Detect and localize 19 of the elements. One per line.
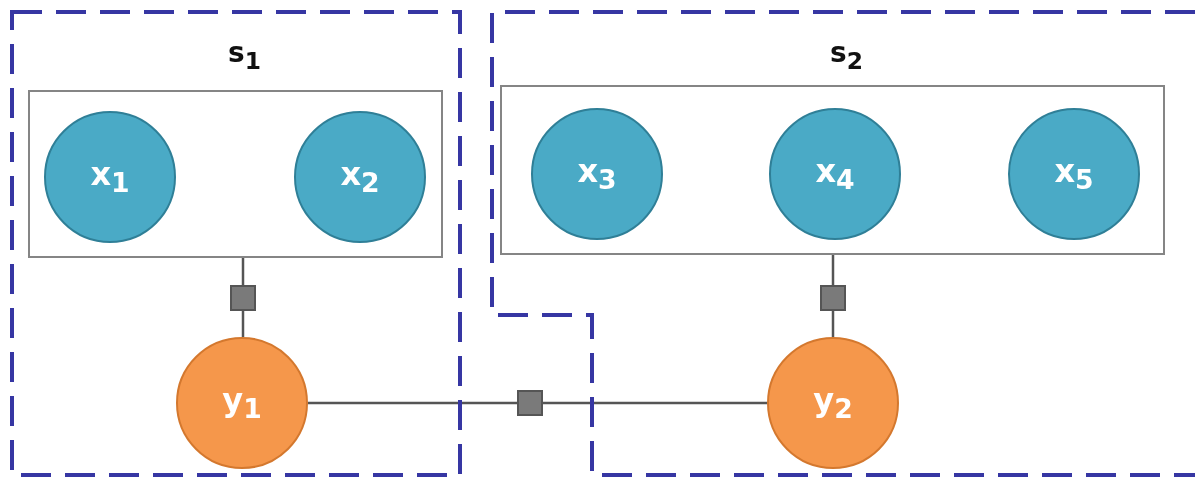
- variable-label: y$_{2}$: [813, 381, 853, 425]
- region-label: s$_{2}$: [830, 36, 863, 75]
- variable-label: x$_{5}$: [1054, 152, 1094, 196]
- connector-line: [543, 401, 767, 405]
- connector-line: [241, 258, 245, 285]
- connector-line: [831, 255, 835, 285]
- plate-box: [500, 85, 1165, 255]
- factor-square: [820, 285, 846, 311]
- factor-square: [230, 285, 256, 311]
- connector-line: [831, 311, 835, 337]
- connector-line: [308, 401, 517, 405]
- variable-label: x$_{3}$: [577, 152, 617, 196]
- variable-label: x$_{2}$: [340, 155, 380, 199]
- variable-label: x$_{4}$: [815, 152, 855, 196]
- variable-label: x$_{1}$: [90, 155, 130, 199]
- connector-line: [241, 311, 245, 337]
- region-label: s$_{1}$: [228, 36, 261, 75]
- variable-label: y$_{1}$: [222, 381, 262, 425]
- plate-box: [28, 90, 443, 258]
